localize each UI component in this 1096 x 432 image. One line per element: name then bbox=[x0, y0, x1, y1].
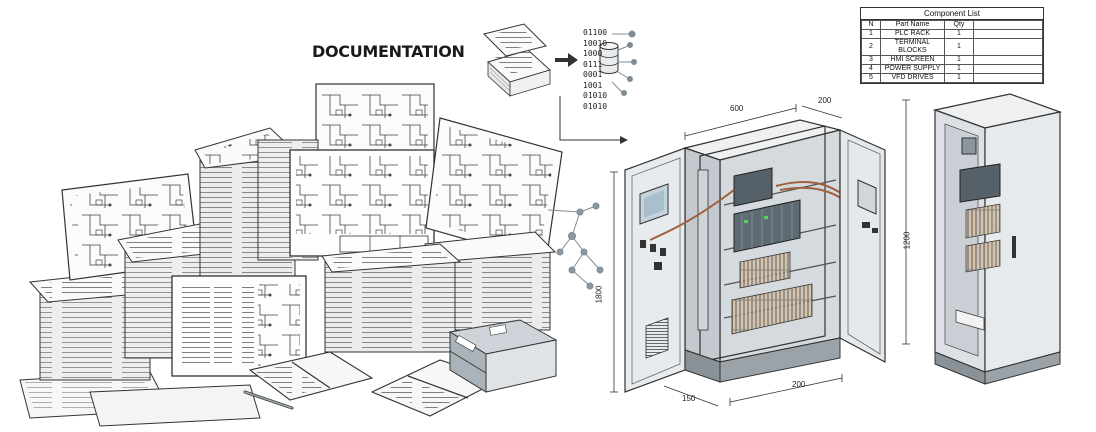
component-table-header: N Part Name Qty bbox=[861, 20, 1043, 30]
pen-icon bbox=[243, 390, 294, 410]
header-qty: Qty bbox=[944, 20, 974, 30]
dimension-height-left: 1800 bbox=[594, 285, 604, 304]
row-empty bbox=[973, 29, 1043, 39]
row-n: 5 bbox=[861, 73, 881, 83]
right-door bbox=[839, 129, 886, 363]
binary-line: 01100 bbox=[583, 28, 608, 37]
table-row: 3 HMI SCREEN 1 bbox=[861, 55, 1043, 65]
row-qty: 1 bbox=[944, 38, 974, 56]
page-title: DOCUMENTATION bbox=[312, 42, 465, 61]
row-n: 2 bbox=[861, 38, 881, 56]
schematic-sheet-right bbox=[425, 117, 563, 263]
row-empty bbox=[973, 38, 1043, 56]
table-row: 1 PLC RACK 1 bbox=[861, 29, 1043, 39]
binary-line: 01010 bbox=[583, 101, 608, 111]
binary-line: 1001 bbox=[583, 80, 603, 90]
row-qty: 1 bbox=[944, 55, 974, 65]
flow-connector-line bbox=[559, 96, 622, 141]
table-row: 4 POWER SUPPLY 1 bbox=[861, 64, 1043, 74]
component-list-title: Component List bbox=[861, 8, 1043, 20]
dimension-width-top: 600 bbox=[730, 104, 744, 113]
schematic-sheet-top bbox=[315, 83, 435, 157]
binary-line: 01010 bbox=[583, 91, 608, 100]
terminal-blocks bbox=[731, 251, 813, 335]
header-empty bbox=[973, 20, 1043, 30]
row-n: 3 bbox=[861, 55, 881, 65]
header-part-name: Part Name bbox=[880, 20, 945, 30]
schematic-sheet-center bbox=[257, 139, 435, 261]
row-qty: 1 bbox=[944, 73, 974, 83]
open-notebook-left bbox=[248, 351, 374, 401]
table-row: 2 TERMINAL BLOCKS 1 bbox=[861, 38, 1043, 56]
table-row: 5 VFD DRIVES 1 bbox=[861, 73, 1043, 83]
dimension-width-bottom: 200 bbox=[792, 380, 806, 389]
row-part: TERMINAL BLOCKS bbox=[880, 38, 945, 56]
main-cabinet bbox=[624, 119, 886, 393]
database-icon bbox=[599, 42, 619, 74]
small-document-stack-icon bbox=[483, 23, 551, 97]
left-door bbox=[624, 147, 686, 393]
row-empty bbox=[973, 73, 1043, 83]
network-nodes-top bbox=[611, 30, 637, 96]
row-empty bbox=[973, 64, 1043, 74]
binders bbox=[448, 319, 558, 393]
binary-line: 0001 bbox=[583, 70, 603, 79]
row-n: 1 bbox=[861, 29, 881, 39]
row-part: VFD DRIVES bbox=[880, 73, 945, 83]
door-handle bbox=[1012, 236, 1016, 258]
binary-line: 0111 bbox=[583, 59, 603, 69]
header-n: N bbox=[861, 20, 881, 30]
component-table: N Part Name Qty 1 PLC RACK 1 2 TERMINAL … bbox=[861, 20, 1043, 83]
row-qty: 1 bbox=[944, 64, 974, 74]
component-list: Component List N Part Name Qty 1 PLC RAC… bbox=[860, 7, 1044, 84]
row-part: POWER SUPPLY bbox=[880, 64, 945, 74]
row-qty: 1 bbox=[944, 29, 974, 39]
plc-module bbox=[959, 163, 1001, 203]
row-empty bbox=[973, 55, 1043, 65]
dimension-height-right: 1200 bbox=[902, 231, 912, 250]
dimension-depth-top: 200 bbox=[818, 96, 832, 105]
document-piles bbox=[19, 83, 563, 427]
row-n: 4 bbox=[861, 64, 881, 74]
plc-rack bbox=[733, 167, 801, 253]
arrow-right-icon bbox=[555, 53, 578, 67]
row-part: PLC RACK bbox=[880, 29, 945, 39]
wiring-diagram-sheet bbox=[171, 275, 307, 377]
side-cabinet bbox=[932, 93, 1063, 385]
binary-line: 10010 bbox=[583, 38, 608, 48]
dimension-lines bbox=[610, 99, 910, 407]
row-part: HMI SCREEN bbox=[880, 55, 945, 65]
network-nodes-mid bbox=[547, 202, 604, 290]
paper-stack-front bbox=[321, 243, 462, 353]
dimension-depth-bottom: 150 bbox=[682, 394, 696, 403]
digitization-flow bbox=[483, 23, 637, 144]
hmi-screen bbox=[639, 183, 669, 225]
binary-data: 01100 10010 1000 0111 0001 1001 01010 01… bbox=[583, 28, 607, 112]
binary-line: 1000 bbox=[583, 49, 603, 58]
